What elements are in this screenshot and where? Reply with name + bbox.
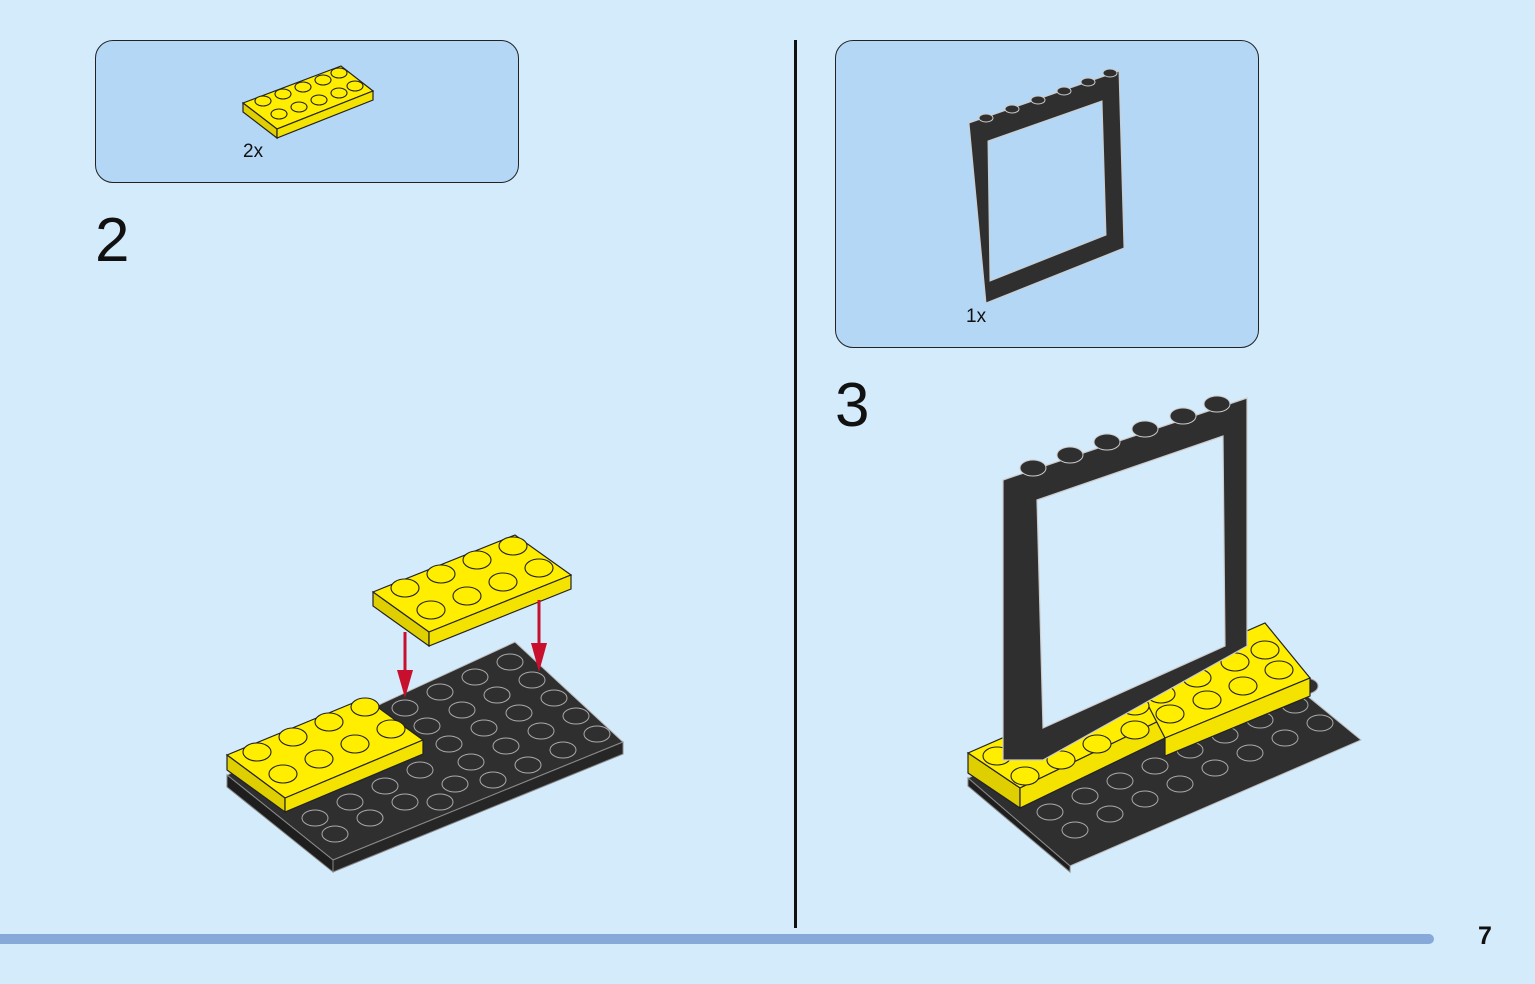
step-3-assembly — [966, 395, 1362, 874]
part-quantity: 1x — [966, 306, 987, 327]
step-number: 3 — [835, 371, 870, 440]
page-number: 7 — [1478, 922, 1492, 950]
black-window-frame-icon — [968, 68, 1125, 304]
parts-callout-step-3: 1x — [835, 40, 1259, 348]
yellow-plate-2x4-icon — [241, 65, 375, 140]
page-footer-bar — [0, 934, 1434, 944]
step-divider — [794, 40, 797, 928]
part-quantity: 2x — [243, 141, 264, 162]
parts-callout-step-2: 2x — [95, 40, 519, 183]
step-number: 2 — [95, 206, 130, 275]
placement-arrows — [397, 600, 547, 698]
step-2-assembly — [225, 534, 624, 874]
